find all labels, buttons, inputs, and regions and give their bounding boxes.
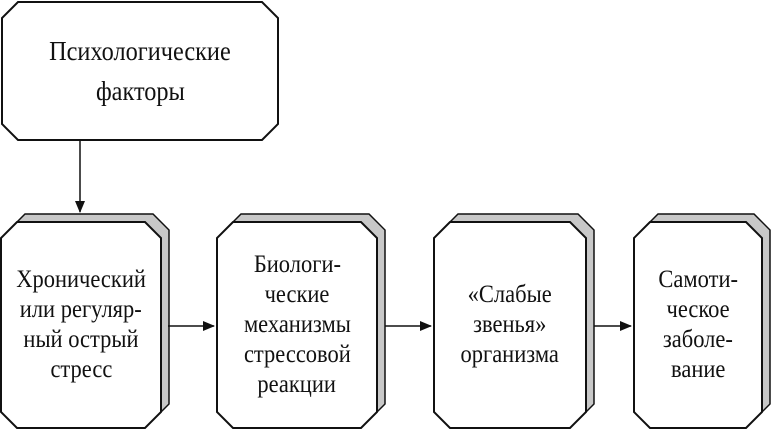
step-line: реакции (257, 371, 337, 398)
step-line: заболе- (662, 326, 733, 353)
step-2-box (216, 221, 378, 429)
source-line: факторы (95, 76, 185, 106)
step-3-label: «Слабые звенья» организма (434, 222, 586, 428)
step-line: звенья» (473, 311, 547, 338)
step-line: ный острый (23, 326, 139, 353)
step-1-box (0, 221, 162, 429)
step-line: стрессовой (243, 341, 351, 368)
step-line: или регуляр- (19, 296, 142, 323)
step-line: Биологи- (253, 251, 341, 278)
step-line: Самоти- (658, 266, 738, 293)
step-4-box (633, 221, 763, 429)
step-line: стресс (50, 356, 112, 383)
source-line: Психологические (49, 36, 231, 66)
source-label: Психологические факторы (2, 2, 278, 140)
step-line: ческие (264, 281, 330, 308)
step-2-label: Биологи- ческие механизмы стрессовой реа… (217, 222, 377, 428)
step-line: Хронический (16, 266, 146, 293)
step-line: вание (670, 356, 726, 383)
step-boxes (0, 213, 771, 429)
step-line: ческое (666, 296, 730, 323)
step-line: организма (460, 341, 560, 368)
step-line: механизмы (243, 311, 351, 338)
step-3-box (433, 221, 587, 429)
step-1-label: Хронический или регуляр- ный острый стре… (1, 222, 161, 428)
step-4-label: Самоти- ческое заболе- вание (634, 222, 762, 428)
source-box (1, 1, 279, 141)
step-line: «Слабые (467, 281, 553, 308)
